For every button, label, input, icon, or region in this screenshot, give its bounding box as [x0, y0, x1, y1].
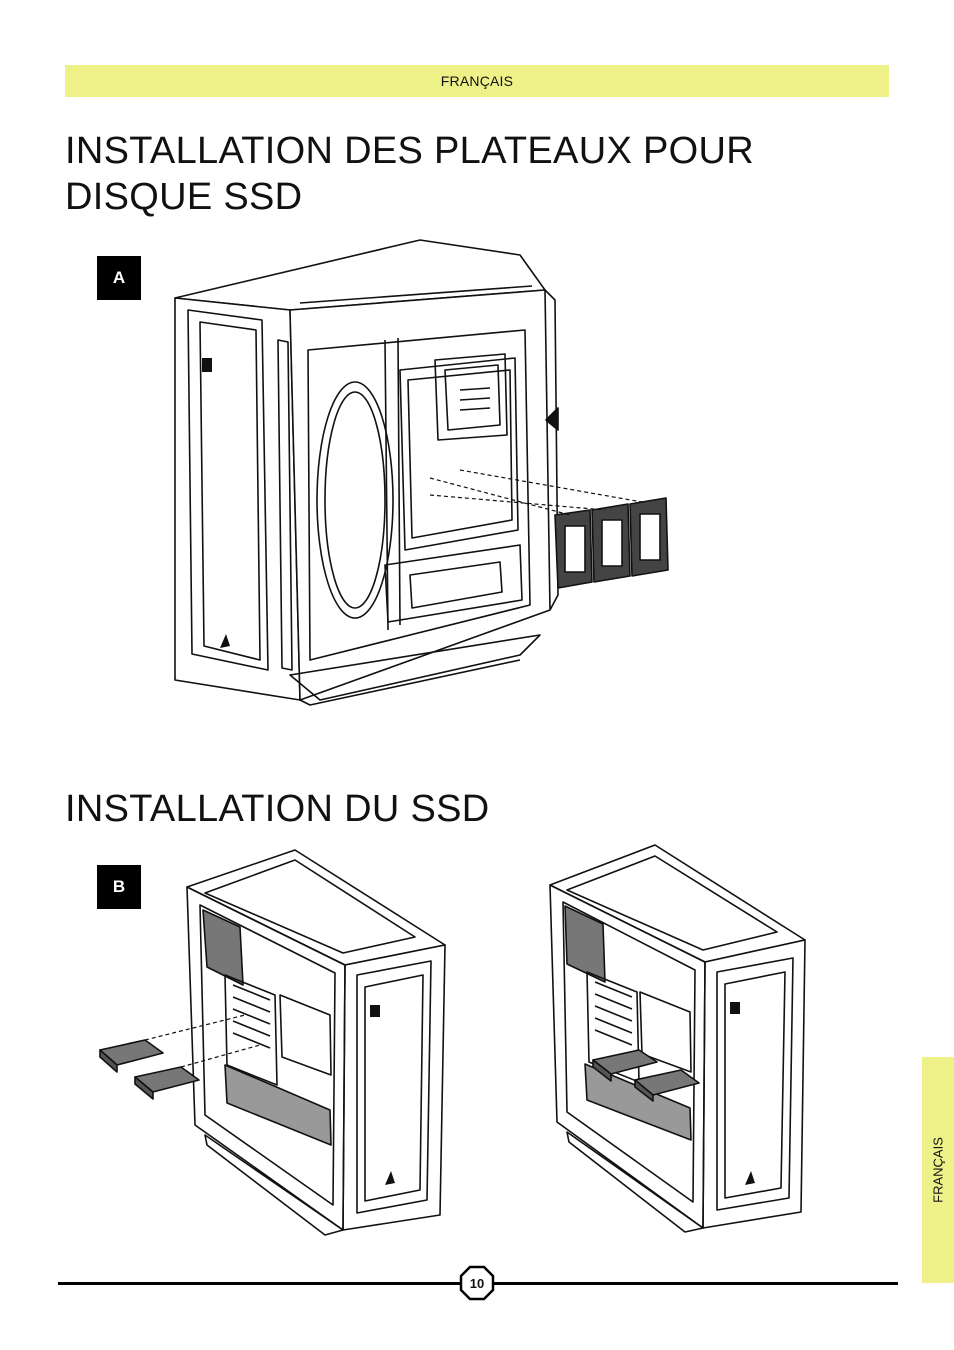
corsair-logo-icon — [220, 634, 230, 648]
step-badge-b: B — [97, 865, 141, 909]
corsair-logo-icon — [745, 1171, 755, 1185]
figure-b-ssd-installed — [549, 844, 806, 1233]
language-side-tab-label: FRANÇAIS — [930, 1137, 946, 1203]
page-number-badge: 10 — [459, 1265, 495, 1301]
page-number: 10 — [469, 1275, 485, 1291]
step-badge-a: A — [97, 256, 141, 300]
figure-a-case-ssd-trays — [174, 239, 669, 706]
figure-b-ssd-insertion — [99, 849, 446, 1236]
section-title-ssd-install: INSTALLATION DU SSD — [65, 788, 490, 830]
language-header: FRANÇAIS — [65, 65, 889, 97]
page-number-octagon — [459, 1265, 495, 1301]
language-header-label: FRANÇAIS — [440, 73, 514, 89]
corsair-logo-icon — [385, 1171, 395, 1185]
section-title-ssd-trays: INSTALLATION DES PLATEAUX POUR DISQUE SS… — [65, 130, 754, 218]
language-side-tab: FRANÇAIS — [922, 1057, 954, 1283]
